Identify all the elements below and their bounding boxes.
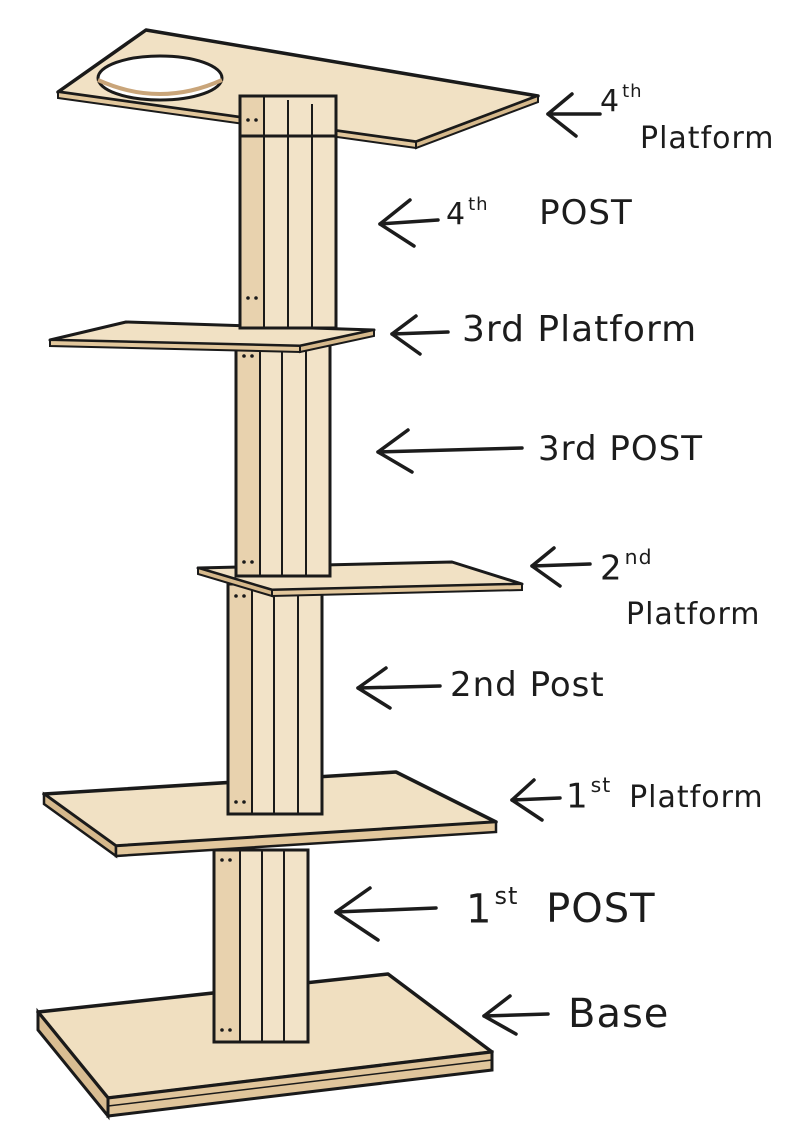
arrow-post-1 [334, 886, 438, 942]
label-platform-2-word: Platform [626, 600, 761, 630]
arrow-base [482, 994, 550, 1036]
label-base: Base [568, 994, 669, 1034]
arrow-platform-1 [510, 778, 562, 822]
label-post-4-word: POST [539, 193, 633, 233]
label-post-1: 1st POST [466, 884, 656, 933]
label-platform-2-sup: nd [624, 544, 653, 569]
arrow-platform-4 [546, 92, 602, 138]
label-post-2: 2nd Post [450, 668, 605, 702]
label-post-3-text: 3rd POST [538, 429, 704, 469]
arrow-post-3 [376, 428, 524, 474]
arrow-post-4 [378, 198, 440, 248]
label-platform-2: 2nd [600, 547, 653, 589]
label-post-1-num: 1 [466, 886, 493, 933]
label-platform-4-text: Platform [640, 121, 775, 156]
label-post-4-num: 4 [446, 197, 467, 232]
label-platform-2-num: 2 [600, 548, 623, 589]
post-2 [226, 582, 324, 816]
label-post-2-text: 2nd Post [450, 665, 605, 705]
label-platform-1-word: Platform [629, 780, 764, 816]
arrow-post-2 [356, 666, 442, 710]
label-platform-4-sup: th [622, 81, 643, 103]
label-platform-3: 3rd Platform [462, 312, 697, 348]
post-3 [234, 340, 332, 578]
label-post-1-sup: st [494, 882, 519, 911]
post-1 [212, 848, 310, 1044]
label-platform-4-num: 4 [600, 84, 621, 119]
label-platform-1-num: 1 [566, 776, 589, 817]
arrow-platform-3 [390, 314, 450, 356]
platform-2 [196, 560, 524, 598]
label-platform-1-sup: st [590, 772, 612, 797]
label-platform-3-text: 3rd Platform [462, 309, 698, 350]
label-platform-4-word: Platform [640, 124, 775, 154]
label-post-1-word: POST [546, 886, 656, 933]
arrow-platform-2 [530, 546, 592, 588]
label-post-3: 3rd POST [538, 432, 703, 466]
label-platform-1: 1st Platform [566, 775, 764, 817]
label-base-text: Base [568, 991, 670, 1037]
label-platform-2-text: Platform [626, 597, 761, 632]
platform-4 [56, 28, 540, 150]
label-post-4-sup: th [468, 194, 489, 216]
